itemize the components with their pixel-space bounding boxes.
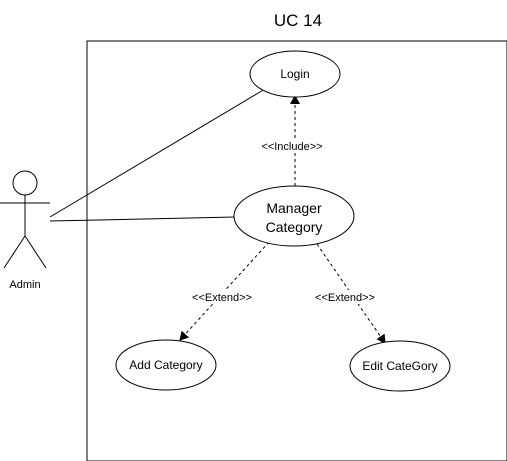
extend-label-add-bg xyxy=(189,290,255,304)
include-label-bg xyxy=(258,139,326,153)
use-case-manager-category-label-line1: Manager xyxy=(266,200,322,216)
actor-right-leg xyxy=(24,235,47,269)
use-case-add-category[interactable]: Add Category xyxy=(115,339,217,391)
association-admin-login xyxy=(49,88,266,218)
system-boundary xyxy=(86,40,507,461)
extend-label-edit-bg xyxy=(312,290,378,304)
use-case-login[interactable]: Login xyxy=(249,50,341,98)
association-admin-manager xyxy=(49,216,236,222)
use-case-add-category-shape xyxy=(115,339,217,391)
use-case-add-category-label: Add Category xyxy=(129,358,202,372)
include-label: <<Include>> xyxy=(261,141,322,153)
stick-figure-icon xyxy=(12,170,38,196)
extend-label-add: <<Extend>> xyxy=(192,292,252,304)
use-case-login-shape xyxy=(249,50,341,98)
actor-left-leg xyxy=(3,235,26,269)
use-case-manager-category-shape xyxy=(233,185,355,247)
use-case-manager-category-label-line2: Category xyxy=(266,219,323,235)
actor-label: Admin xyxy=(9,279,40,291)
extend-label-edit: <<Extend>> xyxy=(315,292,375,304)
use-case-edit-category-label: Edit CateGory xyxy=(362,359,437,373)
admin-actor: Admin xyxy=(0,170,50,291)
use-case-edit-category[interactable]: Edit CateGory xyxy=(349,340,451,392)
use-case-edit-category-shape xyxy=(349,340,451,392)
use-case-login-label: Login xyxy=(280,67,309,81)
diagram-title: UC 14 xyxy=(274,11,322,30)
use-case-manager-category[interactable]: Manager Category xyxy=(233,185,355,247)
